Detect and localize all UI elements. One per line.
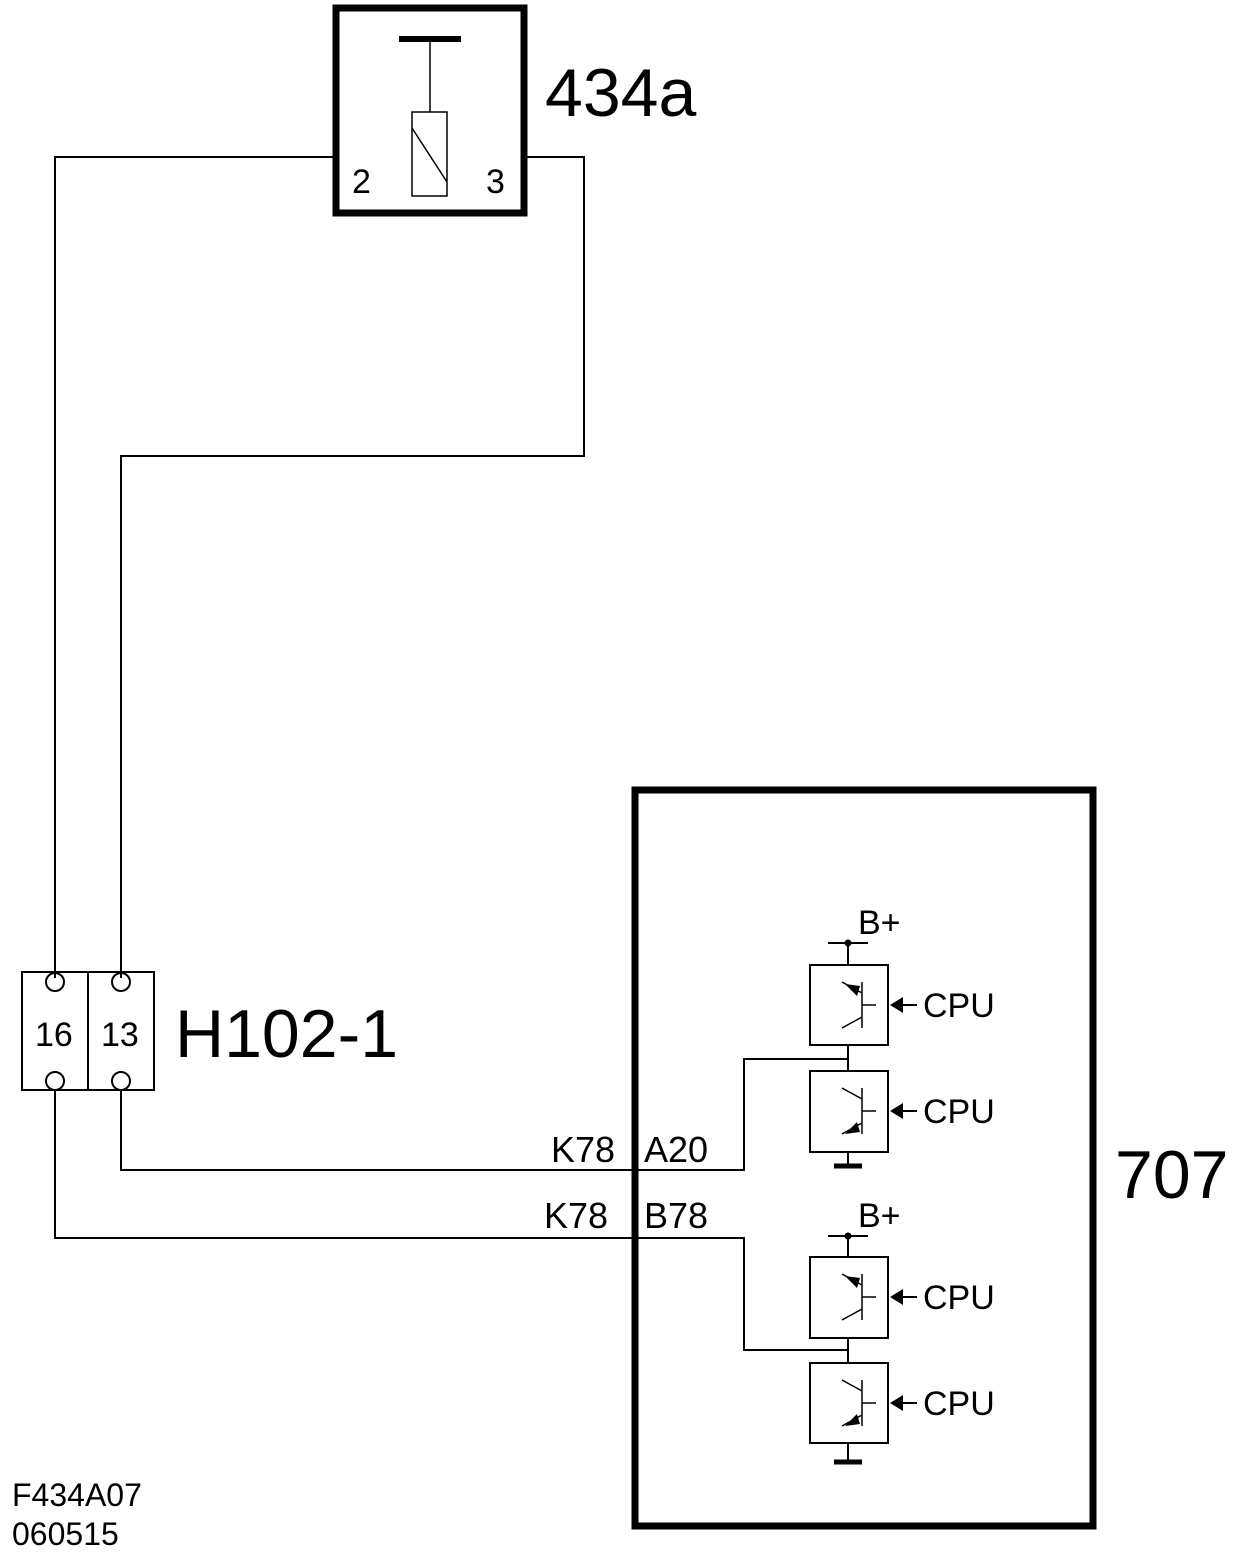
cpu-label: CPU: [923, 1279, 995, 1317]
wire-upper-connector-label: K78: [551, 1129, 615, 1170]
connector-label: H102-1: [175, 996, 398, 1072]
connector-terminal: [45, 972, 65, 992]
relay-coil: [411, 111, 448, 197]
figure-id: F434A07: [12, 1477, 142, 1513]
relay-pin-2-label: 2: [352, 163, 371, 201]
supply-label: B+: [858, 904, 901, 942]
cpu-label: CPU: [923, 987, 995, 1025]
connector-h102-1: 16 13 H102-1: [21, 971, 398, 1091]
cpu-arrow: [890, 1395, 903, 1411]
module-label: 707: [1115, 1137, 1228, 1213]
wires-connector-module: K78 A20 K78 B78: [54, 1058, 848, 1351]
relay-pin-3-label: 3: [486, 163, 505, 201]
transistor-high-side: [809, 964, 889, 1046]
driver-pair-upper: B+ CPU: [809, 904, 995, 1169]
module-box: [631, 786, 1097, 1530]
cpu-arrow: [890, 997, 903, 1013]
wire-upper-pin-label: A20: [644, 1129, 708, 1170]
wire-13-to-a20: [120, 1058, 848, 1171]
cpu-label: CPU: [923, 1385, 995, 1423]
control-module-707: 707 B+ CPU: [631, 786, 1228, 1530]
driver-pair-lower: B+ CPU: [809, 1197, 995, 1465]
transistor-low-side: [809, 1070, 889, 1153]
relay-label: 434a: [545, 55, 696, 131]
cpu-arrow: [890, 1103, 903, 1119]
connector-pin-13-label: 13: [101, 1016, 139, 1054]
supply-label: B+: [858, 1197, 901, 1235]
cpu-label: CPU: [923, 1093, 995, 1131]
transistor-high-side: [809, 1256, 889, 1339]
wire-lower-connector-label: K78: [544, 1195, 608, 1236]
connector-terminal: [45, 1071, 65, 1091]
relay-434a: 2 3 434a: [332, 4, 696, 217]
wires-relay-connector: [54, 156, 585, 978]
cpu-arrow: [890, 1289, 903, 1305]
wire-16-to-b78: [54, 1090, 848, 1351]
wire-pin2-to-16: [54, 156, 339, 978]
transistor-low-side: [809, 1362, 889, 1444]
connector-terminal: [111, 972, 131, 992]
date-code: 060515: [12, 1516, 119, 1552]
connector-pin-16-label: 16: [35, 1016, 73, 1054]
wire-pin3-to-13: [120, 156, 585, 978]
connector-terminal: [111, 1071, 131, 1091]
wire-lower-pin-label: B78: [644, 1195, 708, 1236]
relay-box: [332, 4, 528, 217]
